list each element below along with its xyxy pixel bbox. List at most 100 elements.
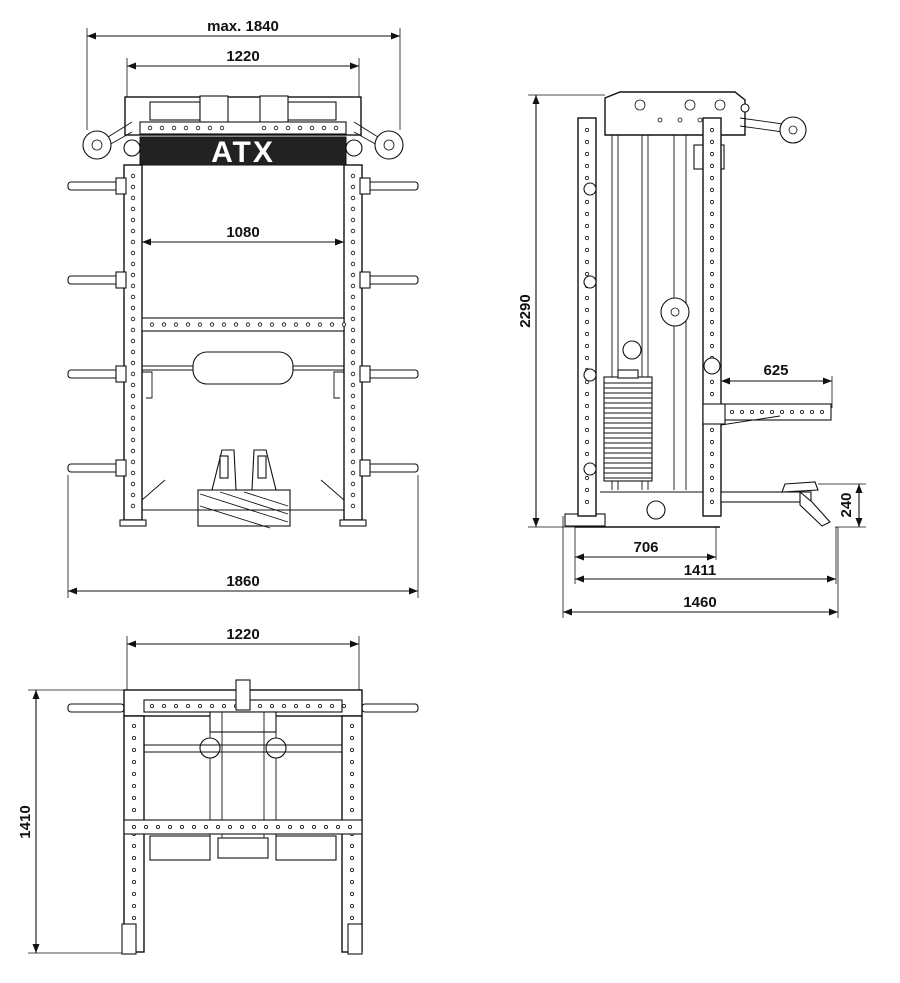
hole (299, 825, 304, 830)
hole (341, 704, 346, 709)
hole (130, 272, 136, 278)
hole (329, 322, 335, 327)
hole (350, 404, 356, 410)
hole (584, 451, 590, 457)
hole (709, 427, 715, 433)
hole (130, 492, 136, 498)
hole (130, 382, 136, 388)
hole (130, 217, 136, 223)
hole (179, 825, 184, 830)
hole (317, 322, 323, 327)
side-front-upright-holes (584, 127, 590, 505)
hole (820, 409, 825, 414)
hole (350, 415, 356, 421)
hole (130, 481, 136, 487)
hole (130, 261, 136, 267)
hole (131, 784, 136, 789)
hole (350, 349, 356, 355)
hole (349, 772, 354, 777)
dimension-depth-1411: 1411 (575, 527, 837, 584)
hole (130, 305, 136, 311)
hole (130, 371, 136, 377)
hole (770, 409, 775, 414)
hole (349, 856, 354, 861)
hole (209, 322, 215, 327)
hole (584, 223, 590, 229)
hole (709, 343, 715, 349)
atx-logo: ATX (211, 136, 275, 169)
side-rear-upright-holes (709, 127, 715, 505)
hole (584, 139, 590, 145)
hole (584, 259, 590, 265)
hole (130, 184, 136, 190)
hole (584, 331, 590, 337)
hole (130, 338, 136, 344)
hole (350, 338, 356, 344)
hole (131, 916, 136, 921)
hole (173, 322, 179, 327)
hole (221, 704, 226, 709)
hole (709, 391, 715, 397)
hole (350, 470, 356, 476)
hole (350, 294, 356, 300)
hole (203, 825, 208, 830)
hole (251, 825, 256, 830)
dimension-inner-width: 1220 (126, 48, 360, 100)
dimension-inner-frame: 1080 (142, 224, 344, 246)
hole (584, 163, 590, 169)
hole (584, 175, 590, 181)
hole (584, 271, 590, 277)
hole (584, 439, 590, 445)
front-footplate (197, 449, 291, 529)
dimension-depth-1460: 1460 (562, 516, 839, 618)
upright-holes-left (130, 173, 136, 509)
hole (709, 163, 715, 169)
hole (350, 173, 356, 179)
hole (709, 475, 715, 481)
hole (143, 825, 148, 830)
hole (329, 704, 334, 709)
hole (709, 151, 715, 157)
hole (709, 199, 715, 205)
hole (130, 228, 136, 234)
hole (584, 403, 590, 409)
hole (131, 904, 136, 909)
hole (709, 211, 715, 217)
right-pulley-assembly (345, 121, 404, 160)
hole (281, 704, 286, 709)
hole (350, 503, 356, 509)
hole (349, 748, 354, 753)
hole (347, 825, 352, 830)
hole (350, 250, 356, 256)
hole (130, 327, 136, 333)
hole (350, 459, 356, 465)
hole (209, 704, 214, 709)
hole (130, 459, 136, 465)
hole (245, 322, 251, 327)
hole (350, 305, 356, 311)
hole (584, 307, 590, 313)
hole (709, 463, 715, 469)
hole (709, 271, 715, 277)
hole (350, 360, 356, 366)
depth-1460-label: 1460 (683, 594, 716, 611)
inner-frame-label: 1080 (226, 224, 259, 241)
hole (709, 451, 715, 457)
dimension-max-width: max. 1840 (86, 18, 401, 130)
weight-horns (67, 177, 419, 477)
hole (750, 409, 755, 414)
front-view: max. 1840 1220 ATX (67, 18, 419, 598)
hole (350, 426, 356, 432)
hole (349, 736, 354, 741)
hole (709, 235, 715, 241)
hole (350, 261, 356, 267)
hole (155, 825, 160, 830)
hole (709, 175, 715, 181)
hole (131, 736, 136, 741)
hole (131, 856, 136, 861)
hole (161, 322, 167, 327)
hole (269, 322, 275, 327)
hole (584, 499, 590, 505)
max-width-label: max. 1840 (207, 18, 279, 35)
hole (130, 239, 136, 245)
